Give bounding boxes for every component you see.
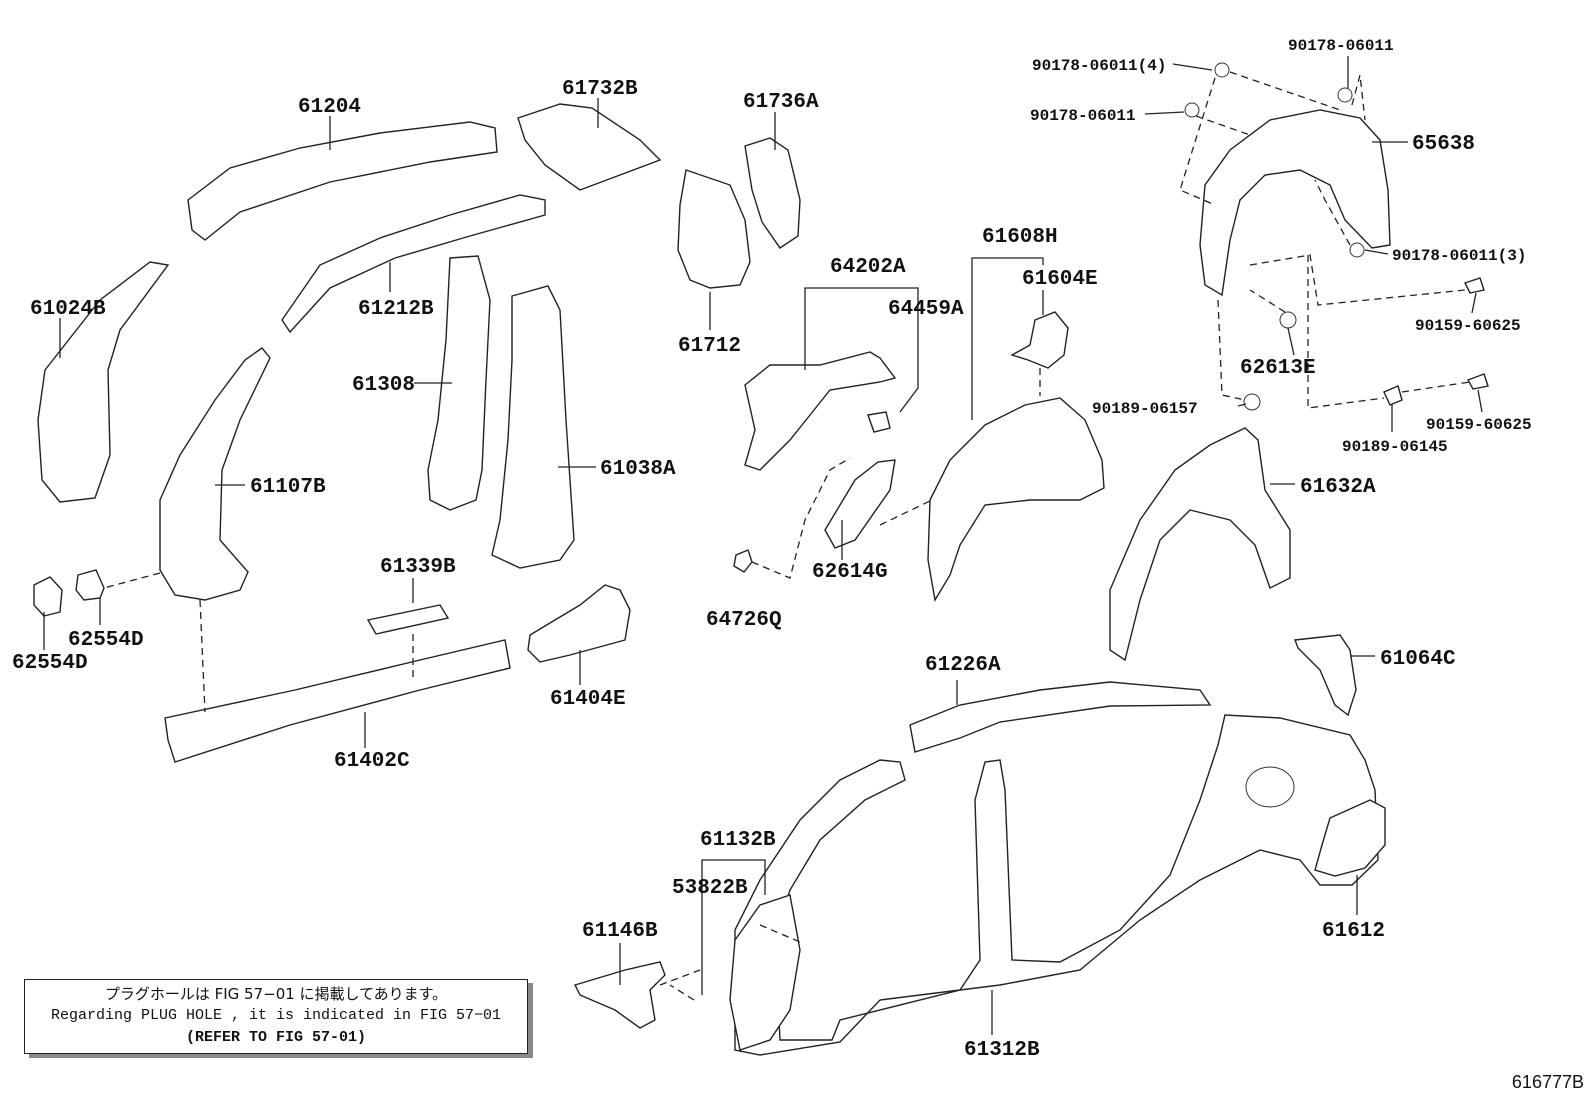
label-61404E: 61404E (550, 688, 626, 711)
fastener-90178-06011-top (1337, 87, 1353, 103)
part-64459A (867, 411, 891, 433)
part-61212B (281, 194, 546, 334)
part-61632A (1109, 427, 1291, 662)
plug-hole-note: プラグホールは FIG 57−01 に掲載してあります。 Regarding P… (24, 979, 528, 1054)
part-61308 (427, 255, 491, 511)
part-61402C (164, 639, 511, 763)
label-65638: 65638 (1412, 133, 1475, 156)
fastener-90178-06011-4 (1214, 62, 1230, 78)
part-61024B (37, 261, 170, 503)
label-61132B: 61132B (700, 829, 776, 852)
part-61612 (1314, 799, 1386, 877)
label-61604E: 61604E (1022, 268, 1098, 291)
part-61404E (527, 584, 631, 663)
fastener-62613E (1279, 311, 1297, 329)
label-61204: 61204 (298, 96, 361, 119)
label-61632A: 61632A (1300, 476, 1376, 499)
part-61312B (734, 714, 1379, 1056)
part-61204 (187, 121, 498, 241)
label-61402C: 61402C (334, 750, 410, 773)
part-65638 (1199, 109, 1391, 297)
label-61024B: 61024B (30, 298, 106, 321)
label-62613E: 62613E (1240, 357, 1316, 380)
label-61712: 61712 (678, 335, 741, 358)
fastener-90189-06145 (1383, 385, 1403, 406)
label-61212B: 61212B (358, 298, 434, 321)
label-90178-06011-4: 90178-06011(4) (1032, 57, 1166, 75)
note-english-line: Regarding PLUG HOLE , it is indicated in… (50, 1007, 502, 1024)
label-61312B: 61312B (964, 1039, 1040, 1062)
label-61146B: 61146B (582, 920, 658, 943)
label-61038A: 61038A (600, 458, 676, 481)
part-61736A (744, 137, 801, 249)
fastener-90189-06157 (1243, 393, 1261, 411)
part-61226A (909, 681, 1212, 753)
label-61226A: 61226A (925, 654, 1001, 677)
label-61732B: 61732B (562, 78, 638, 101)
label-61107B: 61107B (250, 476, 326, 499)
label-61736A: 61736A (743, 91, 819, 114)
label-90189-06157: 90189-06157 (1092, 400, 1198, 418)
fuel-filler-door (1245, 766, 1295, 808)
note-refer-line: (REFER TO FIG 57-01) (185, 1029, 367, 1046)
label-61339B: 61339B (380, 556, 456, 579)
label-90159-60625-a: 90159-60625 (1415, 317, 1521, 335)
label-90178-06011-top: 90178-06011 (1288, 37, 1394, 55)
label-64459A: 64459A (888, 298, 964, 321)
part-61064C (1294, 634, 1357, 717)
label-62554D-a: 62554D (12, 652, 88, 675)
part-64726Q (733, 549, 753, 573)
label-90178-06011-mid: 90178-06011 (1030, 107, 1136, 125)
part-62554D-b (75, 569, 105, 601)
part-61608H (927, 397, 1105, 602)
label-64726Q: 64726Q (706, 609, 782, 632)
part-61146B (574, 961, 666, 1029)
fastener-90178-06011-3 (1349, 242, 1365, 258)
fastener-90159-60625-b (1466, 373, 1489, 390)
part-61107B (159, 347, 271, 601)
label-61612: 61612 (1322, 920, 1385, 943)
figure-code: 616777B (1511, 1072, 1584, 1092)
part-64202A (744, 351, 897, 471)
part-61604E (1010, 311, 1069, 369)
part-61732B (517, 103, 662, 191)
label-61064C: 61064C (1380, 648, 1456, 671)
note-japanese-line: プラグホールは FIG 57−01 に掲載してあります。 (104, 985, 448, 1003)
label-90178-06011-3: 90178-06011(3) (1392, 247, 1526, 265)
part-61712 (677, 169, 751, 289)
label-62554D-b: 62554D (68, 629, 144, 652)
part-62614G (824, 459, 896, 549)
part-61339B (366, 604, 450, 635)
label-90159-60625-b: 90159-60625 (1426, 416, 1532, 434)
label-61308: 61308 (352, 374, 415, 397)
part-61038A (491, 285, 575, 569)
part-62554D-a (33, 576, 63, 617)
label-53822B: 53822B (672, 877, 748, 900)
label-64202A: 64202A (830, 256, 906, 279)
label-90189-06145: 90189-06145 (1342, 438, 1448, 456)
part-61132B (729, 894, 801, 1051)
fastener-90178-06011-mid (1184, 102, 1200, 118)
label-62614G: 62614G (812, 561, 888, 584)
label-61608H: 61608H (982, 226, 1058, 249)
fastener-90159-60625-a (1464, 277, 1485, 294)
